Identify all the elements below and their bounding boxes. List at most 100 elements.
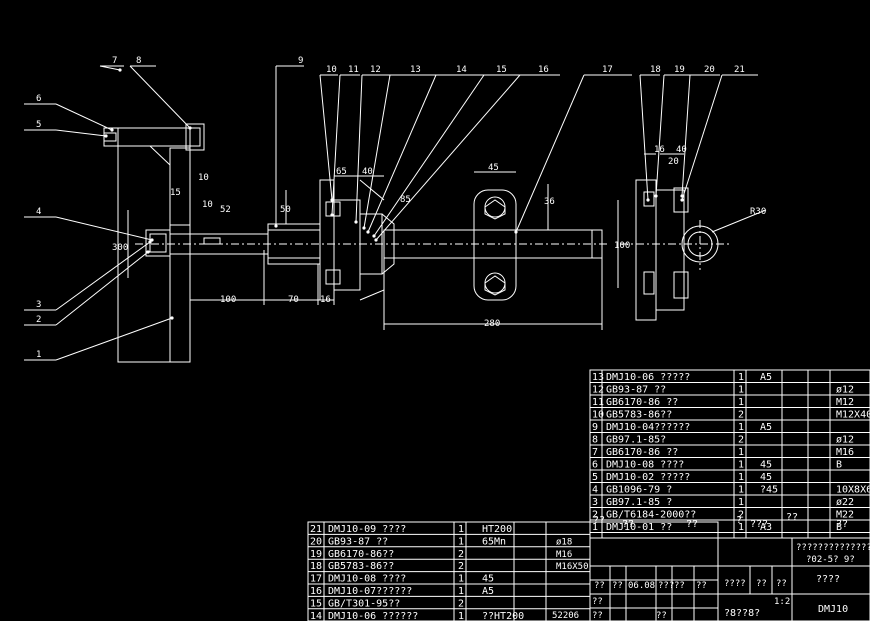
- bom-cell: GB6170-86 ??: [606, 447, 678, 458]
- bom-cell: GB5783-86??: [328, 561, 394, 572]
- bom-cell: 1: [592, 522, 598, 533]
- bom-cell: GB5783-86??: [606, 410, 672, 421]
- bom-cell: 1: [738, 422, 744, 433]
- mark-cell: ???: [658, 581, 674, 591]
- dim-label: 300: [112, 243, 128, 253]
- bom-cell: 1: [738, 522, 744, 533]
- dim-label: R30: [750, 207, 766, 217]
- dim-label: 50: [280, 205, 291, 215]
- bom-cell: 2: [458, 549, 464, 560]
- bom-cell: M12X40: [836, 410, 870, 421]
- mark-cell: ??: [612, 581, 623, 591]
- dim-label: 40: [362, 167, 373, 177]
- drawing-number: DMJ10: [818, 604, 848, 615]
- dim-label: 100: [220, 295, 236, 305]
- mark-cell: ??: [674, 581, 685, 591]
- balloon-label: 19: [674, 65, 685, 75]
- main-view: [103, 123, 610, 363]
- mark-cell: 06.08: [628, 581, 655, 591]
- balloon-label: 8: [136, 56, 141, 66]
- bom-header-cell: ??: [622, 519, 634, 530]
- dim-label: 85: [400, 195, 411, 205]
- bom-cell: DMJ10-07??????: [328, 586, 412, 597]
- balloon-label: 14: [456, 65, 467, 75]
- school-name: ???????????????: [796, 543, 870, 553]
- side-bolt-bottom: [673, 271, 689, 299]
- bom-cell: 2: [738, 410, 744, 421]
- bom-cell: 16: [310, 586, 322, 597]
- dim-label: 280: [484, 319, 500, 329]
- bom-cell: 9: [592, 422, 598, 433]
- balloon-label: 3: [36, 300, 41, 310]
- bom-cell: 2: [458, 598, 464, 609]
- balloon-label: 16: [538, 65, 549, 75]
- bom-cell: 6: [592, 460, 598, 471]
- dim-label: 100: [614, 241, 630, 251]
- clamp-screw-head: [185, 123, 205, 151]
- bom-cell: ?45: [760, 485, 778, 496]
- stage-label: ??: [776, 579, 787, 589]
- bom-cell: A3: [760, 522, 772, 533]
- dimensions: [127, 153, 684, 330]
- balloon-label: 10: [326, 65, 337, 75]
- balloon-label: 11: [348, 65, 359, 75]
- dim-label: 10: [202, 200, 213, 210]
- bom-cell: ø12: [836, 435, 854, 446]
- dim-label: 45: [488, 163, 499, 173]
- bom-cell: 1: [458, 524, 464, 535]
- bom-cell: 1: [458, 611, 464, 621]
- bom-cell: GB6170-86 ??: [606, 397, 678, 408]
- dim-label: 16: [320, 295, 331, 305]
- dim-label: 36: [544, 197, 555, 207]
- dim-labels: 10 15 10 52 300 50 100 70 16 65 40 85 45…: [112, 145, 766, 329]
- bom-cell: 1: [738, 447, 744, 458]
- scale-value: 1:2: [774, 597, 790, 607]
- dim-label: 52: [220, 205, 231, 215]
- balloon-label: 18: [650, 65, 661, 75]
- bom-cell: 10: [592, 410, 604, 421]
- frame-upright: [169, 147, 191, 363]
- dim-label: 65: [336, 167, 347, 177]
- balloon-label: 2: [36, 315, 41, 325]
- bom-cell: M12: [836, 397, 854, 408]
- bom-header-cell: ??: [593, 515, 605, 526]
- bom-cell: B: [836, 522, 842, 533]
- dim-label: 20: [668, 157, 679, 167]
- bom-cell: 19: [310, 549, 322, 560]
- balloon-label: 15: [496, 65, 507, 75]
- balloon-label: 17: [602, 65, 613, 75]
- bom-header-cell: ??: [836, 519, 848, 530]
- balloon-label: 1: [36, 350, 41, 360]
- bom-cell: 65Mn: [482, 536, 506, 547]
- balloon-label: 4: [36, 207, 41, 217]
- bom-cell: 45: [760, 460, 772, 471]
- bom-cell: 1: [738, 385, 744, 396]
- bom-cell: 12: [592, 385, 604, 396]
- balloon-label: 20: [704, 65, 715, 75]
- bom-cell: A5: [482, 586, 494, 597]
- balloon-label: 9: [298, 56, 303, 66]
- mark-cell: ??: [594, 581, 605, 591]
- side-plate: [635, 179, 657, 321]
- lifting-lug: [473, 189, 517, 301]
- base-plate: [117, 127, 191, 363]
- bom-cell: 2: [738, 510, 744, 521]
- side-hub: [655, 189, 685, 311]
- bom-cell: 4: [592, 485, 598, 496]
- bom-cell: M16: [836, 447, 854, 458]
- bom-cell: 1: [738, 397, 744, 408]
- bom-header-cell: ??: [686, 519, 698, 530]
- balloon-label: 6: [36, 94, 41, 104]
- bom-cell: 1: [738, 485, 744, 496]
- bom-cell: DMJ10-02 ?????: [606, 472, 690, 483]
- role-label: ??: [592, 597, 603, 607]
- balloon-label: 13: [410, 65, 421, 75]
- bom-cell: ??HT200: [482, 611, 524, 621]
- bom-cell: B: [836, 460, 842, 471]
- bom-cell: M16: [556, 550, 572, 560]
- bom-cell: 2: [458, 561, 464, 572]
